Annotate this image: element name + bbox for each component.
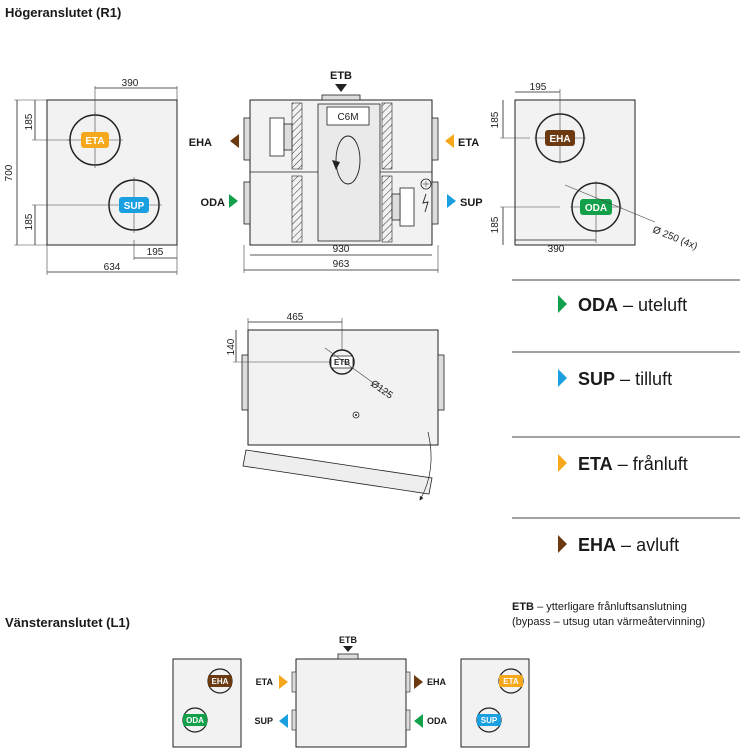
r1-oda-badge-text: ODA	[585, 203, 607, 214]
dim-250: Ø 250 (4x)	[651, 225, 699, 253]
r1-etb-label: ETB	[330, 70, 352, 82]
r1-left-side-view: 390 185 700 185 195 634 ETA SUP	[4, 78, 178, 275]
dim-930: 930	[333, 244, 350, 255]
dim-140: 140	[226, 338, 237, 355]
r1-heat-exchanger	[317, 103, 381, 242]
l1-eha-label: EHA	[427, 677, 447, 687]
dim-185c: 185	[490, 111, 501, 128]
dim-390b: 390	[548, 244, 565, 255]
r1-eha-arrow	[230, 134, 239, 148]
dim-963: 963	[333, 259, 350, 270]
legend-sup-text: SUP – tilluft	[578, 369, 672, 389]
r1-eha-badge-text: EHA	[549, 134, 570, 145]
r1-topdown-view: 465 140 ETB Ø125	[226, 312, 445, 501]
etb-note-line1: ETB – ytterligare frånluftsanslutning	[512, 601, 687, 613]
legend-eha-text: EHA – avluft	[578, 535, 679, 555]
l1-eta-arrow	[279, 675, 288, 689]
r1-etb-badge-text: ETB	[334, 358, 350, 367]
r1-fan-bottom	[399, 187, 415, 227]
l1-eta-badge	[499, 675, 523, 687]
l1-sup-badge-text: SUP	[481, 716, 498, 725]
l1-oda-badge-text: ODA	[186, 716, 204, 725]
l1-unit-box	[295, 658, 407, 748]
dim-185a: 185	[24, 113, 35, 130]
r1-door-panel	[242, 449, 433, 495]
l1-sup-arrow	[279, 714, 288, 728]
r1-sup-badge	[119, 197, 149, 213]
dim-390a: 390	[122, 78, 139, 89]
dim-195a: 195	[147, 247, 164, 258]
r1-heater-symbol	[420, 178, 432, 190]
legend-item-sup: SUP – tilluft	[558, 369, 672, 389]
legend-item-oda: ODA – uteluft	[558, 295, 687, 315]
dim-185d: 185	[490, 216, 501, 233]
l1-eta-badge-text: ETA	[503, 677, 519, 686]
l1-eha-arrow	[414, 675, 423, 689]
dim-634: 634	[104, 262, 121, 273]
l1-etb-arrow	[343, 646, 353, 652]
r1-sup-label: SUP	[460, 197, 483, 209]
legend-oda-text: ODA – uteluft	[578, 295, 687, 315]
l1-eha-badge-text: EHA	[212, 677, 229, 686]
r1-eha-badge	[545, 130, 575, 146]
l1-oda-arrow	[414, 714, 423, 728]
l1-eta-label: ETA	[256, 677, 274, 687]
heading-right: Högeranslutet (R1)	[5, 5, 121, 20]
etb-note-line2: (bypass – utsug utan värmeåtervinning)	[512, 616, 705, 628]
dim-465: 465	[287, 312, 304, 323]
r1-right-side-view: 195 185 185 390 EHA ODA Ø 250 (4x)	[490, 82, 699, 255]
r1-fan-top	[269, 117, 285, 157]
r1-eta-arrow	[445, 134, 454, 148]
legend-eta-text: ETA – frånluft	[578, 454, 688, 474]
l1-oda-badge	[183, 714, 207, 726]
r1-center-view: ETB C6M 930	[189, 70, 483, 273]
r1-oda-label: ODA	[201, 197, 226, 209]
r1-topdown-box	[247, 329, 439, 446]
legend-item-eta: ETA – frånluft	[558, 454, 688, 474]
l1-views: EHA ODA ETB ETA SUP EHA ODA ETA SUP	[172, 635, 530, 748]
r1-etb-arrow	[335, 84, 347, 92]
l1-sup-label: SUP	[254, 716, 273, 726]
l1-oda-label: ODA	[427, 716, 448, 726]
r1-c6m-label: C6M	[337, 112, 358, 123]
r1-eta-badge-text: ETA	[85, 136, 104, 147]
legend-eha-arrow	[558, 535, 567, 553]
legend: ODA – uteluft SUP – tilluft ETA – frånlu…	[512, 279, 740, 555]
dim-195b: 195	[530, 82, 547, 93]
dim-700: 700	[4, 164, 15, 181]
legend-item-eha: EHA – avluft	[558, 535, 679, 555]
r1-oda-badge	[580, 199, 612, 215]
r1-eta-badge	[81, 132, 109, 148]
heading-left: Vänsteranslutet (L1)	[5, 615, 130, 630]
r1-eha-label: EHA	[189, 137, 212, 149]
legend-sup-arrow	[558, 369, 567, 387]
r1-sup-badge-text: SUP	[124, 201, 145, 212]
r1-etb-badge	[330, 355, 354, 369]
dim-185b: 185	[24, 213, 35, 230]
r1-sup-arrow	[447, 194, 456, 208]
l1-eha-badge	[208, 675, 232, 687]
r1-eta-label: ETA	[458, 137, 479, 149]
l1-left-box	[172, 658, 242, 748]
legend-eta-arrow	[558, 454, 567, 472]
r1-oda-arrow	[229, 194, 238, 208]
l1-etb-label: ETB	[339, 635, 358, 645]
legend-oda-arrow	[558, 295, 567, 313]
r1-c6m-box	[326, 106, 370, 126]
l1-sup-badge	[477, 714, 501, 726]
